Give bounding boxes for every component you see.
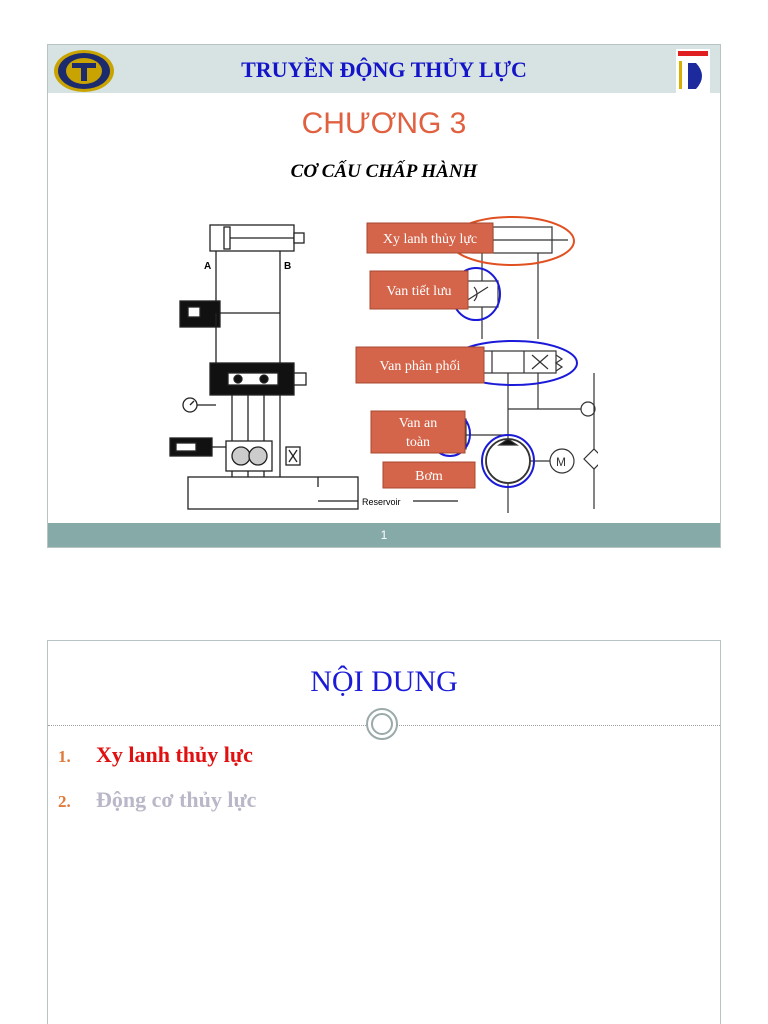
label-relief-line2: toàn [406,435,430,450]
content-item-1: 1. Xy lanh thủy lực [58,742,253,768]
content-item-2: 2. Động cơ thủy lực [58,787,256,813]
bach-khoa-logo-icon [676,49,710,98]
label-directional: Van phân phối [380,359,461,374]
header-title: TRUYỀN ĐỘNG THỦY LỰC [241,57,527,82]
slide-2: NỘI DUNG 1. Xy lanh thủy lực 2. Động cơ th… [47,640,721,1024]
content-title: NỘI DUNG [310,665,458,698]
label-box-cylinder [366,222,494,254]
item-number: 1. [58,747,71,766]
reservoir-label: Reservoir [362,497,401,507]
item-text: Động cơ thủy lực [96,787,257,812]
circle-ornament-icon [366,708,398,740]
gauge-right-icon [580,401,596,417]
label-box-pump [382,461,476,489]
motor-icon [549,448,575,474]
page-number: 1 [380,528,388,542]
svg-text:M: M [556,455,566,469]
left-schematic: Reservoir [169,224,458,510]
label-box-throttle [369,270,469,310]
label-pump: Bơm [415,469,443,484]
item-number: 2. [58,792,71,811]
hydraulic-circuit-diagram: Reservoir A B [169,216,598,513]
label-throttle: Van tiết lưu [386,284,451,299]
slide-1: TRUYỀN ĐỘNG THỦY LỰC CHƯƠNG 3 CƠ CẤU CHẤ… [47,44,721,548]
header-band [48,45,720,93]
label-relief-line1: Van an [399,416,438,431]
port-b-label: B [284,261,291,272]
reservoir-icon [187,476,359,510]
chapter-title: CHƯƠNG 3 [301,107,467,140]
item-text: Xy lanh thủy lực [96,742,253,767]
label-box-relief [370,410,466,454]
chapter-subtitle: CƠ CẤU CHẤP HÀNH [290,161,478,182]
university-emblem-icon [52,49,116,98]
label-cylinder: Xy lanh thủy lực [383,232,477,247]
port-a-label: A [204,261,211,272]
pump-highlight [481,434,535,488]
footer-band: 1 [48,523,720,547]
label-box-directional [355,346,485,384]
filter-symbol-icon [583,448,598,470]
